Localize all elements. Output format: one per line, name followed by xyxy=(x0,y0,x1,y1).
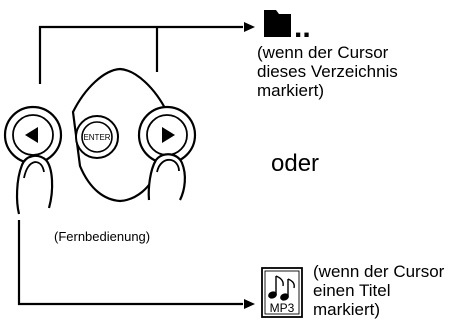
music-note-icon xyxy=(268,275,295,301)
lower-arrow xyxy=(17,220,243,306)
lower-arrowhead-icon xyxy=(244,299,255,309)
title-note-line-2: einen Titel xyxy=(313,281,391,300)
folder-note-line-1: (wenn der Cursor xyxy=(257,43,389,62)
enter-button[interactable] xyxy=(81,121,113,153)
folder-icon xyxy=(264,10,291,37)
upper-arrowhead-icon xyxy=(244,22,255,32)
title-cursor-note: (wenn der Cursor einen Titel markiert) xyxy=(313,262,444,319)
mp3-file-icon: MP3 xyxy=(261,267,303,318)
or-label: oder xyxy=(271,150,320,177)
right-finger-icon xyxy=(147,153,186,201)
title-note-line-3: markiert) xyxy=(313,300,381,319)
mp3-label: MP3 xyxy=(270,301,295,315)
folder-note-line-3: markiert) xyxy=(257,81,325,100)
folder-dots: .. xyxy=(294,11,311,44)
remote-caption: (Fernbedienung) xyxy=(54,229,151,244)
enter-button-label: ENTER xyxy=(83,133,110,142)
folder-cursor-note: (wenn der Cursor dieses Verzeichnis mark… xyxy=(257,43,398,100)
left-triangle-icon xyxy=(25,127,38,143)
right-triangle-icon xyxy=(162,127,175,143)
upper-arrow xyxy=(38,25,243,84)
left-finger-icon xyxy=(15,154,54,215)
remote-control: ENTER xyxy=(3,67,197,215)
folder-note-line-2: dieses Verzeichnis xyxy=(257,62,398,81)
title-note-line-1: (wenn der Cursor xyxy=(313,262,445,281)
